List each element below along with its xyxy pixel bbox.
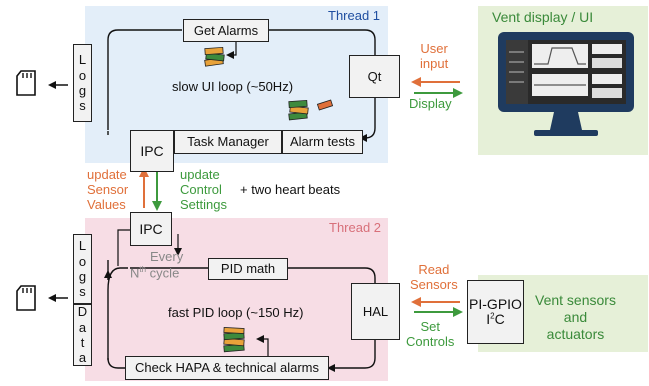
- hal-box: HAL: [351, 283, 400, 340]
- check-alarms-box: Check HAPA & technical alarms: [125, 356, 329, 380]
- display-label: Display: [409, 96, 452, 111]
- every-nth-cycle-label: Every Nth cycle: [130, 249, 184, 281]
- update-sensor-values-label: update Sensor Values: [87, 167, 129, 212]
- heartbeats-label: + two heart beats: [240, 182, 341, 197]
- thread2-label: Thread 2: [329, 220, 382, 235]
- user-input-label: User input: [420, 41, 449, 71]
- fast-loop-label: fast PID loop (~150 Hz): [168, 305, 304, 320]
- update-control-settings-label: update Control Settings: [180, 167, 227, 212]
- monitor-icon: [498, 32, 634, 136]
- sd-card-icon: [16, 285, 36, 311]
- ipc-box-thread1: IPC: [130, 130, 174, 172]
- vent-sensors-label: Vent sensors and actuators: [535, 292, 616, 342]
- data-stack-icon: [223, 327, 245, 353]
- read-sensors-label: Read Sensors: [410, 262, 458, 292]
- ipc-box-thread2: IPC: [130, 212, 172, 246]
- get-alarms-box: Get Alarms: [183, 19, 269, 42]
- slow-loop-label: slow UI loop (~50Hz): [172, 79, 294, 94]
- task-manager-box: Task Manager: [174, 130, 282, 154]
- sd-card-icon: [16, 70, 36, 96]
- set-controls-label: Set Controls: [406, 319, 455, 349]
- alarm-tests-box: Alarm tests: [282, 130, 363, 154]
- data-stack-icon: [288, 99, 334, 121]
- pid-math-box: PID math: [208, 258, 288, 280]
- data-stack-icon: [204, 46, 225, 67]
- thread1-label: Thread 1: [328, 8, 381, 23]
- vent-display-label: Vent display / UI: [492, 9, 594, 25]
- qt-box: Qt: [349, 55, 400, 98]
- pi-gpio-box: PI-GPIO I2C: [467, 280, 524, 344]
